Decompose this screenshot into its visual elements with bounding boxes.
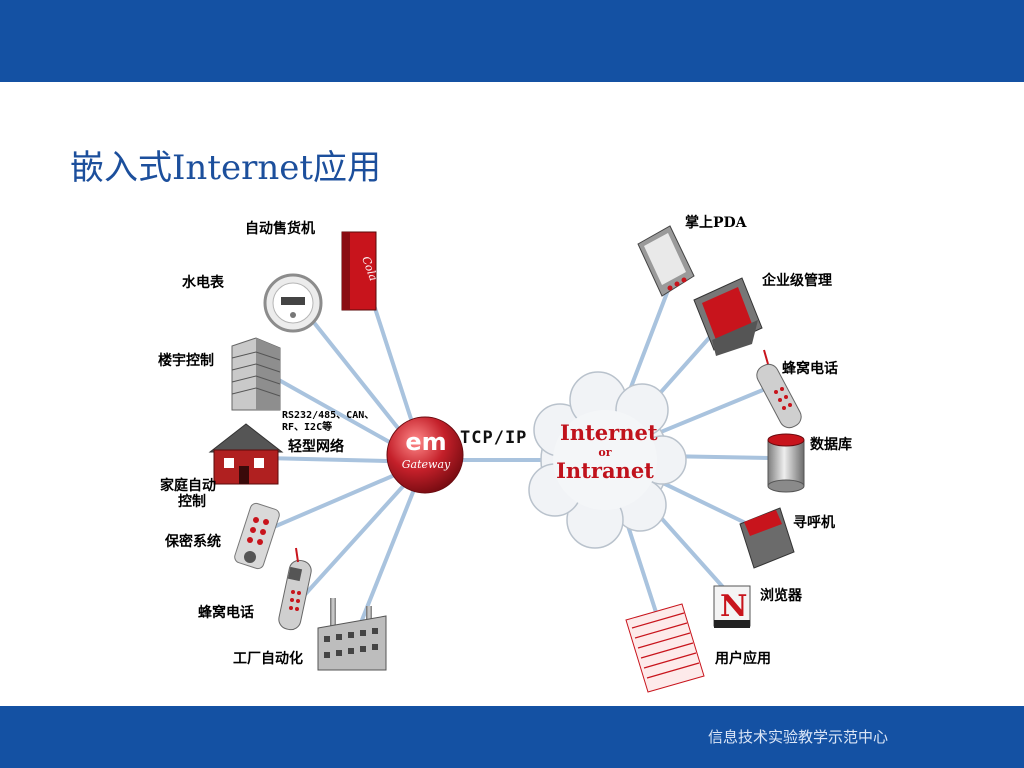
label-cell-phone-left: 蜂窝电话 xyxy=(198,605,254,621)
slide-title: 嵌入式Internet应用 xyxy=(70,148,382,188)
label-user-application: 用户应用 xyxy=(715,651,771,667)
label-enterprise-management: 企业级管理 xyxy=(762,273,832,289)
building-icon xyxy=(231,337,281,411)
label-building-control: 楼宇控制 xyxy=(158,353,214,369)
cell-phone-left-icon xyxy=(278,547,312,631)
security-keypad-icon xyxy=(234,502,280,570)
monitor-icon xyxy=(693,277,763,356)
footer-text: 信息技术实验教学示范中心 xyxy=(707,728,888,746)
gateway-sphere xyxy=(386,416,464,494)
label-meter: 水电表 xyxy=(182,275,224,291)
meter-icon xyxy=(263,273,323,333)
label-factory-automation: 工厂自动化 xyxy=(233,651,303,667)
label-database: 数据库 xyxy=(810,437,852,453)
network-note-line1: RS232/485、CAN、 xyxy=(282,410,375,421)
browser-logo-icon: N xyxy=(713,585,751,628)
cell-phone-right-icon xyxy=(756,349,802,429)
bottom-band xyxy=(0,706,1024,768)
pager-icon xyxy=(739,507,795,569)
svg-text:N: N xyxy=(720,589,747,624)
house-icon xyxy=(208,423,284,485)
gateway-label: em xyxy=(405,428,447,456)
label-home-control-1: 家庭自动 xyxy=(160,478,216,494)
label-pager: 寻呼机 xyxy=(793,515,835,531)
network-note-line2: RF、I2C等 xyxy=(282,422,333,433)
cloud-label-or: or xyxy=(598,446,612,459)
cloud-label-internet: Internet xyxy=(560,420,658,445)
factory-icon xyxy=(317,598,387,671)
label-security-system: 保密系统 xyxy=(165,534,221,550)
label-browser: 浏览器 xyxy=(760,588,802,604)
cloud-label-intranet: Intranet xyxy=(556,458,654,483)
label-home-control-2: 控制 xyxy=(178,494,206,510)
label-cell-phone-right: 蜂窝电话 xyxy=(782,361,838,377)
cloud-core xyxy=(553,410,657,510)
pda-icon xyxy=(637,225,695,297)
gateway-sublabel: Gateway xyxy=(401,458,451,471)
label-pda: 掌上PDA xyxy=(685,215,747,231)
protocol-label: TCP/IP xyxy=(460,428,528,448)
binary-page-icon xyxy=(625,603,705,693)
top-band xyxy=(0,0,1024,82)
vending-machine-icon: Cola xyxy=(341,231,380,311)
database-icon xyxy=(767,433,805,493)
label-vending-machine: 自动售货机 xyxy=(245,221,315,237)
network-note-line3: 轻型网络 xyxy=(288,439,344,455)
